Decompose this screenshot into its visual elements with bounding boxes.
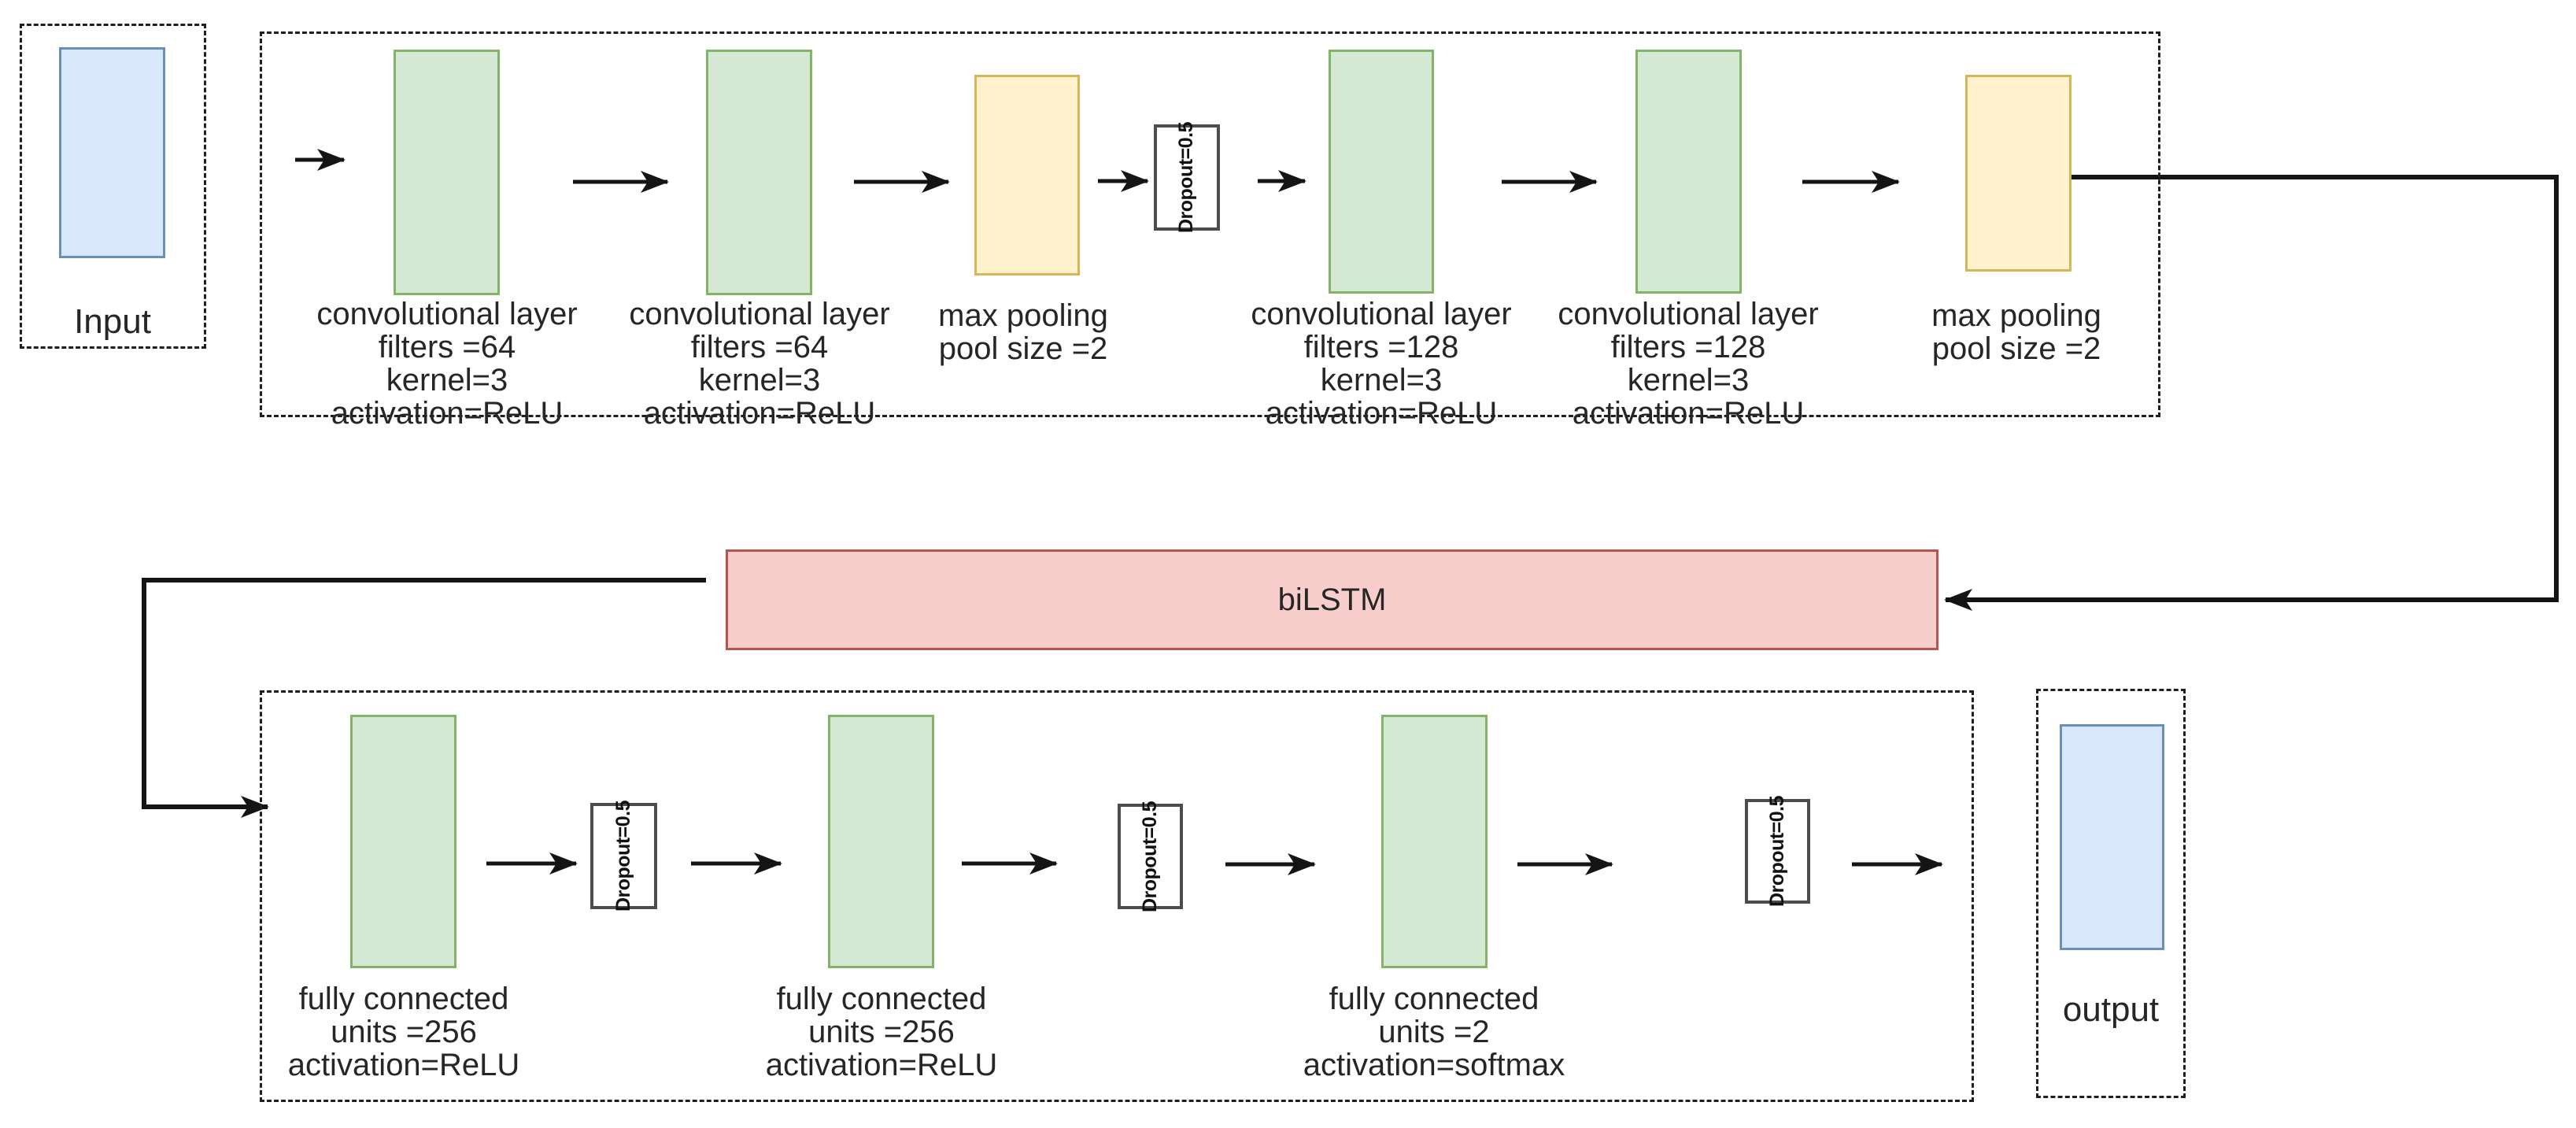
dropout4-label: Dropout=0.5 [1766, 795, 1789, 908]
maxpool1-box [974, 75, 1080, 276]
dropout2-box: Dropout=0.5 [590, 800, 657, 912]
fc3-label: fully connected units =2 activation=soft… [1303, 982, 1565, 1082]
maxpool2-label: max pooling pool size =2 [1931, 298, 2101, 366]
conv3-box [1329, 50, 1434, 294]
conv1-label: convolutional layer filters =64 kernel=3… [316, 297, 578, 431]
input-node [59, 47, 165, 258]
dropout1-box: Dropout=0.5 [1154, 121, 1220, 234]
conv1-box [394, 50, 500, 295]
fc2-label: fully connected units =256 activation=Re… [765, 982, 998, 1082]
dropout4-box: Dropout=0.5 [1745, 795, 1810, 908]
bilstm-label: biLSTM [1277, 582, 1387, 617]
dropout3-label: Dropout=0.5 [1139, 801, 1162, 912]
dropout3-box: Dropout=0.5 [1118, 801, 1183, 912]
input-frame [20, 24, 206, 349]
maxpool2-box [1965, 75, 2072, 272]
output-frame [2036, 689, 2186, 1098]
fc3-box [1381, 715, 1488, 968]
conv2-box [706, 50, 812, 295]
fc2-box [828, 715, 934, 968]
input-label: Input [74, 302, 151, 341]
cnn-block-frame [260, 31, 2160, 417]
output-label: output [2062, 990, 2160, 1029]
conv3-label: convolutional layer filters =128 kernel=… [1251, 297, 1512, 431]
fc1-box [350, 715, 456, 968]
output-node [2060, 724, 2164, 950]
conv4-box [1635, 50, 1742, 294]
dense-block-frame [260, 690, 1974, 1102]
conv4-label: convolutional layer filters =128 kernel=… [1558, 297, 1819, 431]
bilstm-box: biLSTM [726, 549, 1938, 650]
dropout1-label: Dropout=0.5 [1175, 121, 1198, 234]
fc1-label: fully connected units =256 activation=Re… [287, 982, 520, 1082]
maxpool1-label: max pooling pool size =2 [938, 298, 1108, 366]
dropout2-label: Dropout=0.5 [612, 800, 635, 912]
conv2-label: convolutional layer filters =64 kernel=3… [629, 297, 890, 431]
